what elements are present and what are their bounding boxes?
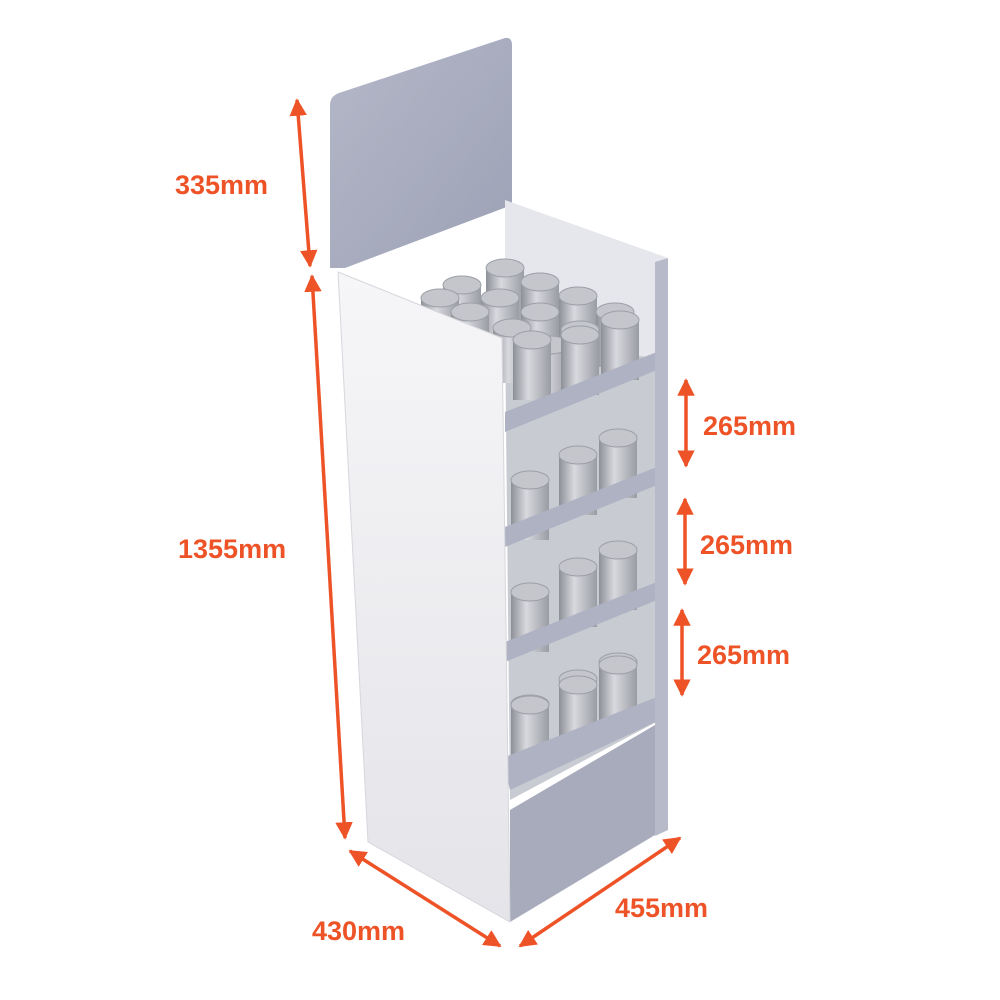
arrow-header-height — [289, 98, 318, 268]
label-shelf-1: 265mm — [703, 411, 796, 441]
arrow-body-height — [304, 274, 353, 840]
shelf-lip — [505, 465, 662, 547]
label-shelf-3: 265mm — [697, 640, 790, 670]
can — [512, 330, 552, 400]
shelf-lip — [505, 350, 662, 432]
shelves — [505, 350, 662, 790]
side-panel — [337, 271, 511, 923]
arrow-depth — [348, 849, 502, 948]
header-board — [330, 37, 512, 269]
label-width: 455mm — [615, 893, 708, 923]
can — [558, 445, 598, 515]
front-edge — [655, 258, 668, 836]
label-depth: 430mm — [312, 916, 405, 946]
label-body-height: 1355mm — [178, 534, 286, 564]
dimension-arrows — [289, 98, 695, 948]
label-header-height: 335mm — [175, 170, 268, 200]
shelf-lip — [505, 580, 662, 662]
arrow-width — [518, 836, 682, 948]
label-shelf-2: 265mm — [700, 530, 793, 560]
shelf-lip — [505, 700, 660, 790]
